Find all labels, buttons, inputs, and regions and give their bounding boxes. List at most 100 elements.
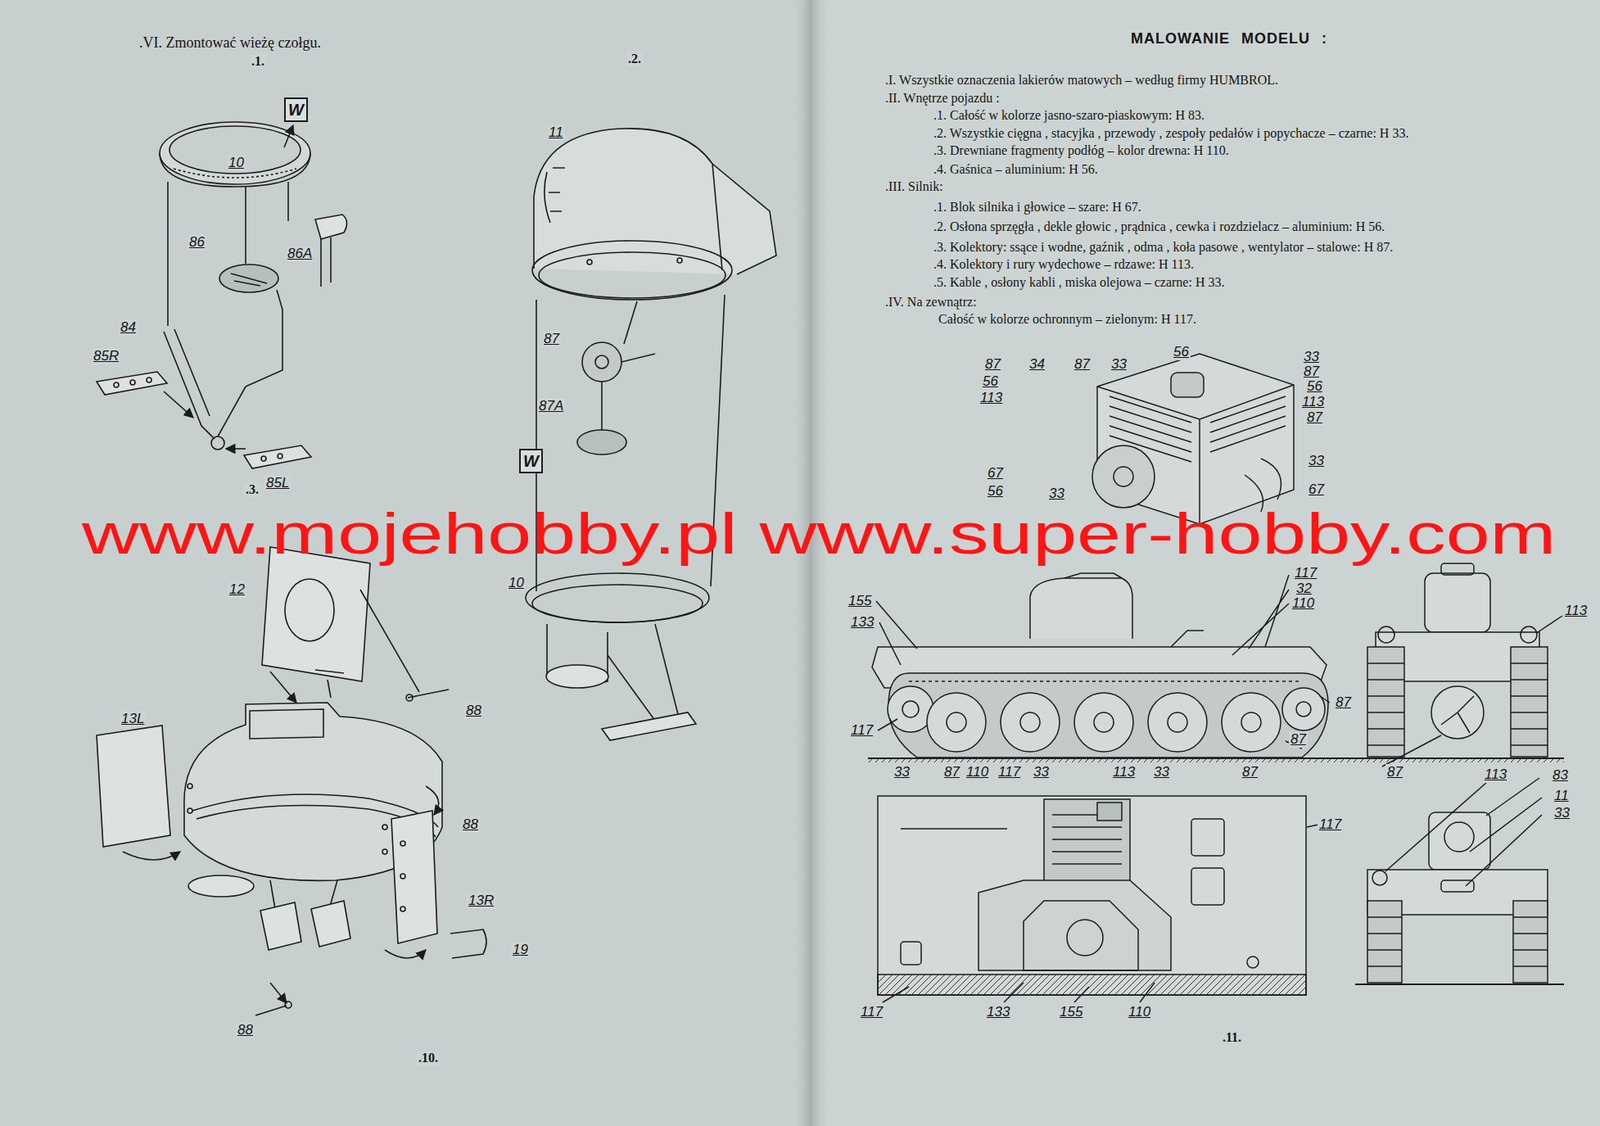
tank-front-view [1441, 563, 1474, 575]
tank-side-view [1148, 692, 1207, 752]
turret-assembly-figure [407, 689, 449, 698]
callout-number: 117 [996, 763, 1022, 781]
turret-assembly-figure [270, 982, 287, 1004]
turret-interior-figure [546, 664, 609, 688]
turret-interior-figure [601, 381, 603, 430]
paint-instruction: .I. Wszystkie oznaczenia lakierów matowy… [885, 72, 1279, 88]
callout-number: 67 [985, 465, 1005, 482]
turret-interior-figure [532, 240, 733, 300]
tank-rear-view [1367, 917, 1548, 967]
tank-side-view [1221, 692, 1281, 752]
callout-number: 155 [846, 592, 873, 610]
turret-assembly-figure [187, 808, 193, 814]
callout-number: 88 [461, 816, 480, 833]
pedal-assembly-figure [163, 391, 194, 418]
callout-number: 85R [91, 348, 121, 365]
tank-rear-view [1372, 870, 1388, 886]
turret-assembly-figure [96, 725, 171, 847]
tank-side-view [1000, 692, 1060, 752]
callout-number: 83 [1550, 767, 1570, 784]
tank-rear-view [1355, 983, 1564, 986]
turret-assembly-figure [400, 873, 406, 879]
callout-number: 133 [849, 614, 876, 631]
paint-instruction: .IV. Na zewnątrz: [885, 294, 977, 310]
turret-assembly-figure [400, 906, 406, 912]
pedal-assembly-figure [261, 456, 267, 462]
callout-number: 33 [1552, 804, 1572, 822]
paint-instruction: .III. Silnik: [885, 179, 944, 195]
tank-rear-view [1367, 900, 1402, 983]
callout-number: 19 [510, 941, 530, 959]
callout-number: 155 [1057, 1003, 1085, 1021]
turret-interior-figure [544, 167, 565, 223]
tank-side-view [867, 573, 1564, 763]
tank-front-view [1424, 573, 1491, 633]
pedal-assembly-figure [163, 331, 215, 439]
tank-top-view [900, 827, 1008, 830]
pedal-assembly-figure [146, 377, 152, 383]
tank-side-view [1170, 630, 1204, 647]
tank-side-view [946, 712, 967, 733]
tank-side-view [1093, 712, 1114, 733]
engine-drawing [1170, 372, 1204, 398]
tank-front-view [1441, 696, 1474, 733]
callout-number: 33 [1047, 485, 1067, 502]
figure-number: .10. [416, 1050, 440, 1066]
pedal-assembly-figure [96, 122, 348, 469]
turret-assembly-figure [400, 840, 406, 846]
turret-interior-figure [595, 355, 609, 369]
callout-number: 113 [1111, 763, 1137, 781]
turret-assembly-figure [249, 709, 324, 739]
pedal-assembly-figure [174, 329, 210, 416]
watermark: www.mojehobby.pl www.super-hobby.com [81, 505, 1556, 563]
figure-number: .11. [1220, 1030, 1243, 1045]
tank-side-view [1282, 687, 1325, 731]
paint-instruction: .4. Gaśnica – aluminium: H 56. [933, 162, 1099, 177]
turret-assembly-figure [382, 824, 388, 830]
callout-number: 113 [1482, 766, 1509, 783]
callout-number: 88 [235, 1021, 255, 1039]
callout-number: 110 [964, 763, 990, 781]
tank-front-view [1382, 615, 1563, 767]
tank-top-view [1023, 900, 1139, 971]
pedal-assembly-figure [113, 382, 119, 388]
turret-assembly-figure [260, 902, 302, 950]
engine-drawing [1210, 396, 1286, 452]
turret-assembly-figure [391, 810, 438, 944]
callout-number: 56 [1171, 343, 1191, 361]
pedal-assembly-figure [315, 214, 348, 240]
callout-number: 56 [985, 483, 1005, 500]
callout-number: 33 [1301, 348, 1321, 366]
turret-interior-figure [525, 573, 710, 623]
tank-rear-view [1441, 880, 1474, 892]
turret-interior-figure [532, 584, 703, 623]
turret-assembly-figure [450, 929, 487, 959]
tank-top-view [978, 880, 1171, 971]
callout-number: 87 [1305, 409, 1325, 426]
marker-letter: W [288, 101, 304, 118]
turret-interior-figure [587, 259, 593, 265]
paint-instruction: .3. Kolektory: ssące i wodne, gaźnik , o… [933, 239, 1393, 255]
tank-top-view [1191, 818, 1225, 856]
callout-number: 87 [1240, 763, 1260, 781]
callout-number: 33 [1152, 763, 1171, 781]
tank-front-view [1367, 663, 1548, 746]
marker-letter: W [523, 452, 539, 470]
callout-number: 33 [1306, 452, 1326, 470]
pedal-assembly-figure [159, 153, 311, 187]
callout-number: 133 [985, 1003, 1012, 1021]
pedal-assembly-figure [230, 273, 267, 286]
section-title: MALOWANIE MODELU : [1130, 30, 1328, 48]
figure-number: .2. [626, 51, 643, 67]
view-marker-box: W [519, 448, 543, 474]
pedal-assembly-figure [159, 122, 311, 185]
turret-assembly-figure [315, 669, 344, 698]
callout-number: 33 [1109, 356, 1129, 373]
turret-assembly-figure [270, 671, 297, 703]
pedal-assembly-figure [219, 264, 279, 293]
pedal-assembly-figure [96, 371, 168, 395]
paint-instruction: .1. Blok silnika i głowice – szare: H 67… [933, 199, 1142, 215]
tank-side-view [1296, 701, 1311, 717]
tank-top-view [1191, 867, 1225, 905]
callout-number: 87 [1301, 363, 1321, 380]
